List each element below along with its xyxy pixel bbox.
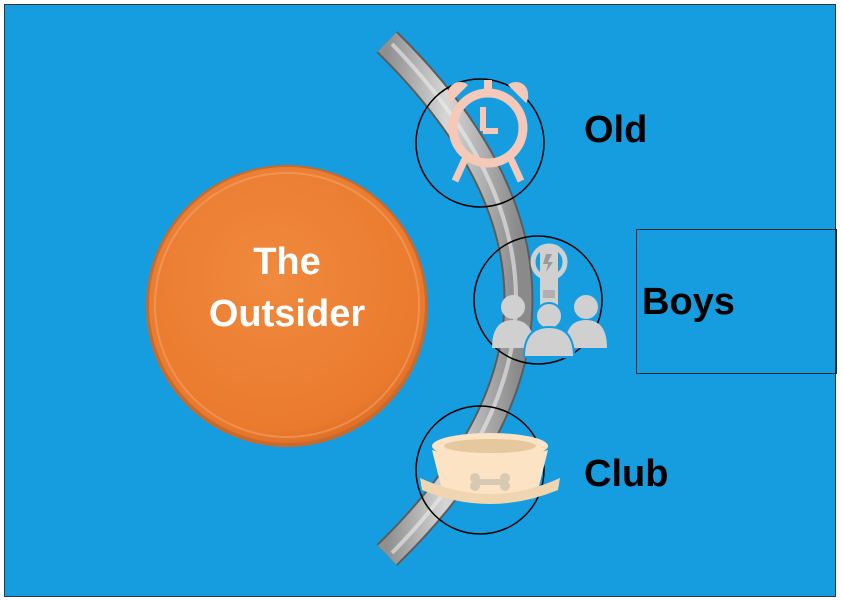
pet-bowl-icon <box>420 433 560 504</box>
item-label-club: Club <box>584 453 669 495</box>
item-circle-old <box>415 78 545 208</box>
alarm-clock-icon <box>447 80 529 183</box>
people-with-pole-icon <box>492 243 607 358</box>
item-circle-club <box>415 405 545 535</box>
item-label-old: Old <box>584 109 648 151</box>
main-topic-line-2: Outsider <box>208 293 366 335</box>
boys-label-box <box>636 229 837 374</box>
main-topic-label: The Outsider <box>148 236 426 340</box>
main-topic-circle <box>146 165 428 447</box>
item-label-boys: Boys <box>642 281 735 323</box>
item-circle-boys <box>473 235 603 365</box>
main-topic-line-1: The <box>253 241 321 283</box>
